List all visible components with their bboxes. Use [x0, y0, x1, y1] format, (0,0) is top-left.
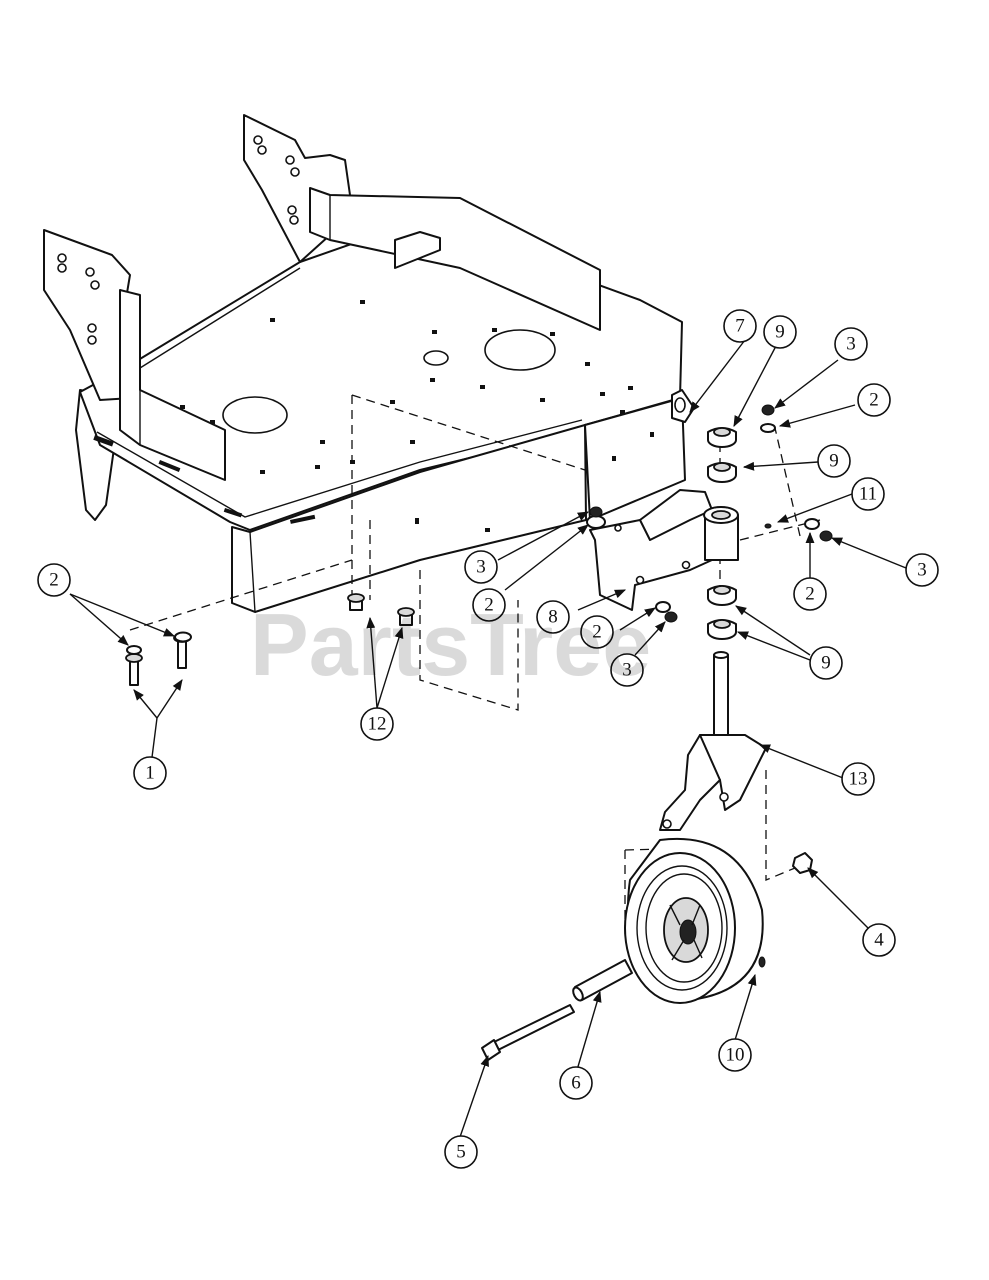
svg-text:5: 5	[456, 1142, 466, 1163]
callout-4: 4	[862, 923, 896, 957]
callout-2-arm-bottom: 2	[580, 615, 614, 649]
callout-10: 10	[718, 1038, 752, 1072]
callout-5: 5	[444, 1135, 478, 1169]
callout-1: 1	[133, 756, 167, 790]
svg-text:2: 2	[592, 622, 602, 643]
svg-text:9: 9	[821, 653, 831, 674]
callout-9-mid: 9	[817, 444, 851, 478]
watermark: PartsTree	[250, 595, 651, 694]
callout-11: 11	[851, 477, 885, 511]
callouts: 1 2 2 2 2 2 2 3 3 3 3 4 5 6 7 8 9 9 9 10…	[37, 309, 939, 1169]
svg-text:3: 3	[846, 334, 856, 355]
mower-deck	[43, 114, 686, 613]
svg-text:7: 7	[735, 316, 745, 337]
svg-text:9: 9	[829, 451, 839, 472]
svg-text:3: 3	[917, 560, 927, 581]
callout-8: 8	[536, 600, 570, 634]
svg-text:6: 6	[571, 1073, 581, 1094]
callout-2-right: 2	[793, 577, 827, 611]
callout-3-right: 3	[905, 553, 939, 587]
svg-text:9: 9	[775, 322, 785, 343]
callout-3-arm-bottom: 3	[610, 653, 644, 687]
svg-text:10: 10	[726, 1045, 745, 1066]
yoke-tube	[703, 506, 739, 561]
leader-lines	[69, 339, 907, 1138]
callout-9-bottom: 9	[809, 646, 843, 680]
svg-text:4: 4	[874, 930, 884, 951]
caster-arm	[589, 489, 713, 611]
callout-2-top-right: 2	[857, 383, 891, 417]
svg-text:3: 3	[476, 557, 486, 578]
callout-6: 6	[559, 1066, 593, 1100]
callout-2-left: 2	[37, 563, 71, 597]
callout-7: 7	[723, 309, 757, 343]
callout-3-arm: 3	[464, 550, 498, 584]
svg-text:1: 1	[145, 763, 155, 784]
bushings	[707, 427, 737, 640]
callout-9-top: 9	[763, 315, 797, 349]
item-7-bracket	[671, 389, 695, 423]
caster-fork	[659, 651, 767, 831]
svg-text:8: 8	[548, 607, 558, 628]
svg-text:12: 12	[368, 714, 387, 735]
svg-text:2: 2	[49, 570, 59, 591]
callout-3-top-right: 3	[834, 327, 868, 361]
callout-2-arm-top: 2	[472, 588, 506, 622]
svg-text:3: 3	[622, 660, 632, 681]
callout-13: 13	[841, 762, 875, 796]
axle-bolt	[481, 1004, 575, 1061]
svg-text:2: 2	[484, 595, 494, 616]
svg-text:2: 2	[869, 390, 879, 411]
svg-text:11: 11	[859, 484, 877, 505]
axle-spacer	[572, 959, 633, 1002]
caster-wheel	[624, 837, 766, 1004]
svg-text:2: 2	[805, 584, 815, 605]
svg-text:13: 13	[849, 769, 868, 790]
callout-12: 12	[360, 707, 394, 741]
